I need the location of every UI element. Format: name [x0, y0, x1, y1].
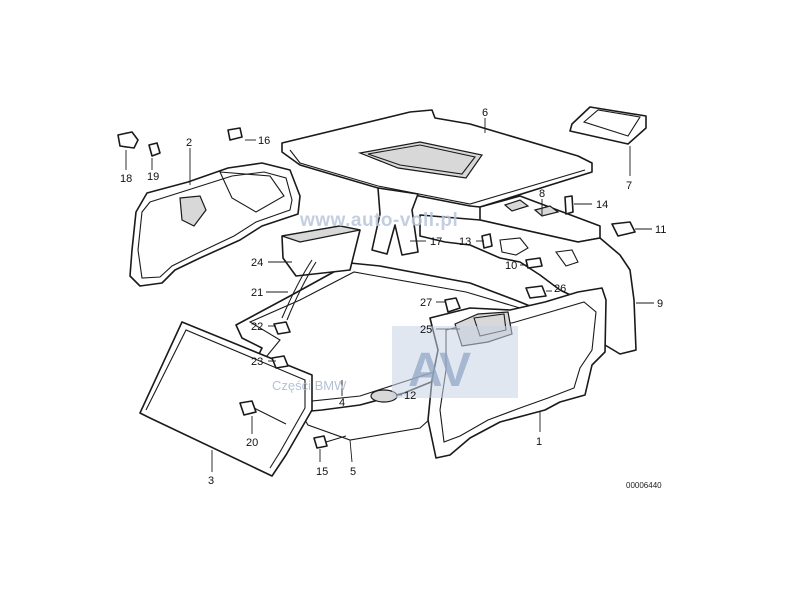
label-15[interactable]: 15 [316, 466, 328, 478]
watermark-logo: AV [408, 344, 471, 397]
strap-inner [286, 261, 317, 321]
label-16[interactable]: 16 [258, 135, 270, 147]
label-5[interactable]: 5 [350, 466, 356, 478]
label-27[interactable]: 27 [420, 297, 432, 309]
label-7[interactable]: 7 [626, 180, 632, 192]
parcel-shelf [281, 109, 593, 208]
hardware [117, 127, 636, 449]
cover-cap [569, 106, 647, 145]
label-17[interactable]: 17 [430, 236, 442, 248]
storage-box [281, 225, 361, 277]
label-12[interactable]: 12 [404, 390, 416, 402]
drawing-code: 00006440 [626, 481, 662, 490]
label-13[interactable]: 13 [459, 236, 471, 248]
label-2[interactable]: 2 [186, 137, 192, 149]
label-25[interactable]: 25 [420, 324, 432, 336]
label-8[interactable]: 8 [539, 188, 545, 200]
left-side-trim [129, 162, 301, 287]
strap [281, 259, 313, 319]
label-14[interactable]: 14 [596, 199, 608, 211]
leader-lines [125, 118, 654, 472]
shelf-support [371, 187, 419, 256]
part-labels: 1 2 3 4 5 6 7 8 9 10 11 12 13 14 15 16 1… [120, 107, 666, 487]
label-3[interactable]: 3 [208, 475, 214, 487]
label-23[interactable]: 23 [251, 356, 263, 368]
watermark: www.auto-voll.pl AV Części BMW [272, 210, 518, 398]
front-trim-panel [139, 321, 313, 477]
label-11[interactable]: 11 [655, 224, 666, 236]
label-22[interactable]: 22 [251, 321, 263, 333]
label-18[interactable]: 18 [120, 173, 132, 185]
watermark-logo-box [392, 326, 518, 398]
label-24[interactable]: 24 [251, 257, 263, 269]
label-9[interactable]: 9 [657, 298, 663, 310]
watermark-url: www.auto-voll.pl [299, 210, 458, 231]
label-20[interactable]: 20 [246, 437, 258, 449]
label-21[interactable]: 21 [251, 287, 263, 299]
label-4[interactable]: 4 [339, 397, 345, 409]
label-10[interactable]: 10 [505, 260, 517, 272]
label-19[interactable]: 19 [147, 171, 159, 183]
label-6[interactable]: 6 [482, 107, 488, 119]
label-26[interactable]: 26 [554, 283, 566, 295]
label-1[interactable]: 1 [536, 436, 542, 448]
watermark-caption: Części BMW [272, 378, 347, 393]
